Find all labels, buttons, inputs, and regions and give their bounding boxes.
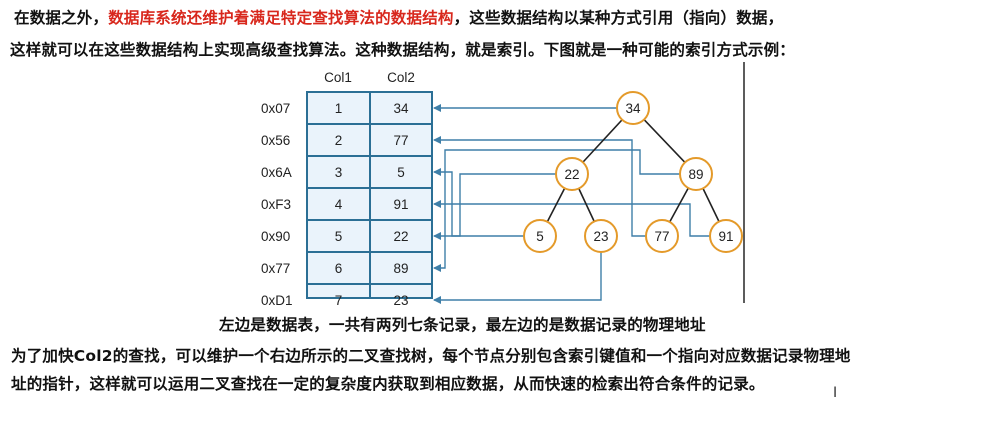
col2-cell [369, 283, 433, 299]
col2-cell [369, 219, 433, 253]
col1-value: 5 [335, 229, 343, 244]
pointer-arrow [433, 252, 602, 304]
col1-value: 1 [335, 101, 343, 116]
tree-edge [702, 188, 720, 222]
tree-node-label: 23 [593, 229, 608, 244]
col1-value: 7 [335, 293, 343, 308]
col2-cell [369, 155, 433, 189]
col2-value: 23 [393, 293, 408, 308]
tree-node-label: 77 [654, 229, 669, 244]
tree-edge [643, 119, 686, 163]
text-cursor-icon: I [833, 385, 838, 401]
address-label: 0x90 [261, 229, 290, 244]
tree-node-label: 5 [536, 229, 544, 244]
pointer-arrow [433, 173, 556, 240]
diagram-caption: 左边是数据表，一共有两列七条记录，最左边的是数据记录的物理地址 [219, 316, 706, 334]
tree-edge [578, 188, 595, 222]
tree-node [645, 219, 679, 253]
col2-value: 91 [393, 197, 408, 212]
col2-cell [369, 123, 433, 157]
col2-cell [369, 187, 433, 221]
col1-value: 6 [335, 261, 343, 276]
tree-node [584, 219, 618, 253]
tree-edge [546, 187, 566, 223]
tree-node [679, 157, 713, 191]
col1-cell [306, 123, 371, 157]
pointer-arrow [433, 136, 646, 237]
tree-node-label: 34 [625, 101, 641, 116]
address-label: 0x77 [261, 261, 290, 276]
tree-nodes: 34 22 89 5 23 77 91 [523, 91, 743, 253]
tree-node [709, 219, 743, 253]
col2-value: 5 [397, 165, 405, 180]
address-label: 0x07 [261, 101, 290, 116]
col2-cell [369, 251, 433, 285]
col2-value: 77 [393, 133, 408, 148]
tree-node [523, 219, 557, 253]
tree-node-label: 91 [718, 229, 733, 244]
col1-header: Col1 [324, 70, 352, 85]
address-label: 0x6A [261, 165, 292, 180]
data-table: 0x07 1 34 0x56 2 77 0x6A 3 5 0xF3 4 91 0x90 5 22 0x77 6 8… [261, 91, 433, 308]
tree-node [616, 91, 650, 125]
address-label: 0x56 [261, 133, 290, 148]
col2-value: 89 [393, 261, 408, 276]
intro-highlight: 数据库系统还维护着满足特定查找算法的数据结构 [108, 9, 454, 27]
tree-node-label: 22 [564, 167, 579, 182]
col1-cell [306, 219, 371, 253]
intro-line-1: 在数据之外，数据库系统还维护着满足特定查找算法的数据结构，这些数据结构以某种方式… [14, 6, 783, 28]
pointer-arrow [433, 200, 710, 237]
outro-line-1: 为了加快Col2的查找，可以维护一个右边所示的二叉查找树，每个节点分别包含索引键… [11, 347, 851, 365]
tree-edge [668, 187, 690, 223]
pointer-arrow [433, 149, 680, 272]
tree-node [555, 157, 589, 191]
col2-header: Col2 [387, 70, 415, 85]
pointer-arrows [433, 104, 710, 304]
tree-node-label: 89 [688, 167, 703, 182]
outro-line-2: 址的指针，这样就可以运用二叉查找在一定的复杂度内获取到相应数据，从而快速的检索出… [11, 375, 765, 393]
address-label: 0xD1 [261, 293, 293, 308]
col1-value: 4 [335, 197, 343, 212]
tree-edge [582, 119, 623, 163]
col2-value: 34 [393, 101, 409, 116]
address-label: 0xF3 [261, 197, 291, 212]
col1-value: 3 [335, 165, 343, 180]
intro-line-2: 这样就可以在这些数据结构上实现高级查找算法。这种数据结构，就是索引。下图就是一种… [10, 41, 796, 59]
intro-rest: ，这些数据结构以某种方式引用（指向）数据， [453, 9, 784, 27]
col2-cell [369, 91, 433, 125]
col2-value: 22 [393, 229, 408, 244]
intro-lead: 在数据之外， [14, 9, 109, 27]
tree-edges [546, 119, 720, 223]
col1-cell [306, 187, 371, 221]
col1-value: 2 [335, 133, 343, 148]
